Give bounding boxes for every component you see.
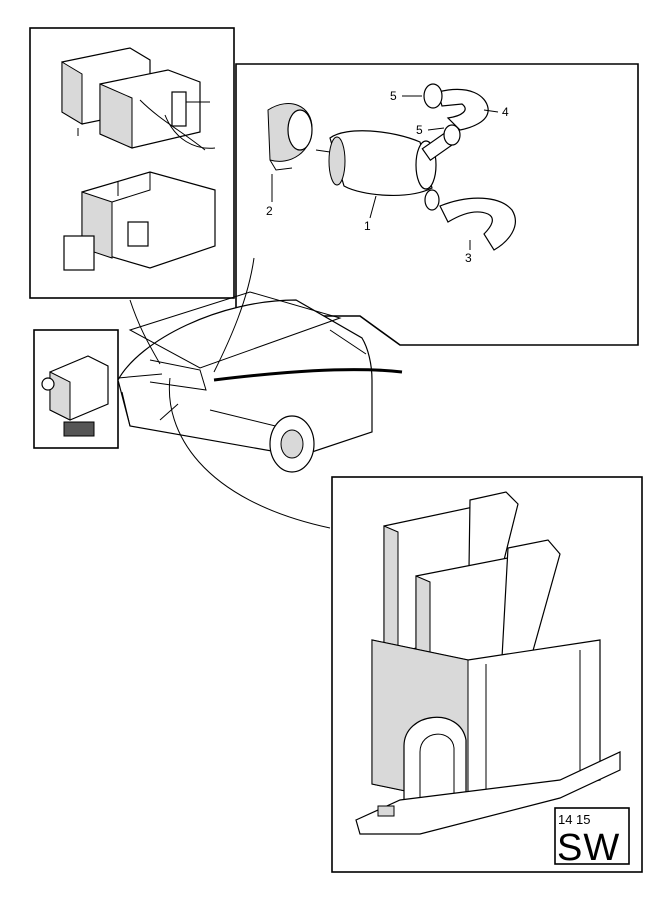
relay-holder-inset <box>29 27 235 299</box>
corner-code-box: 14 15 SW <box>554 807 630 869</box>
callout-label-3: 3 <box>465 251 472 265</box>
callout-label-5-lower: 5 <box>416 123 423 137</box>
fuse-box-inset <box>331 476 643 873</box>
car-front-view <box>117 257 403 529</box>
corner-code: SW <box>557 827 620 869</box>
corner-number-left: 14 <box>558 812 572 827</box>
callout-labels: 1 2 3 4 5 5 <box>266 89 509 265</box>
callout-label-1: 1 <box>364 219 371 233</box>
callout-label-4: 4 <box>502 105 509 119</box>
callout-label-5-upper: 5 <box>390 89 397 103</box>
relay-inset <box>33 329 119 449</box>
corner-number-right: 15 <box>576 812 590 827</box>
callout-label-2: 2 <box>266 204 273 218</box>
